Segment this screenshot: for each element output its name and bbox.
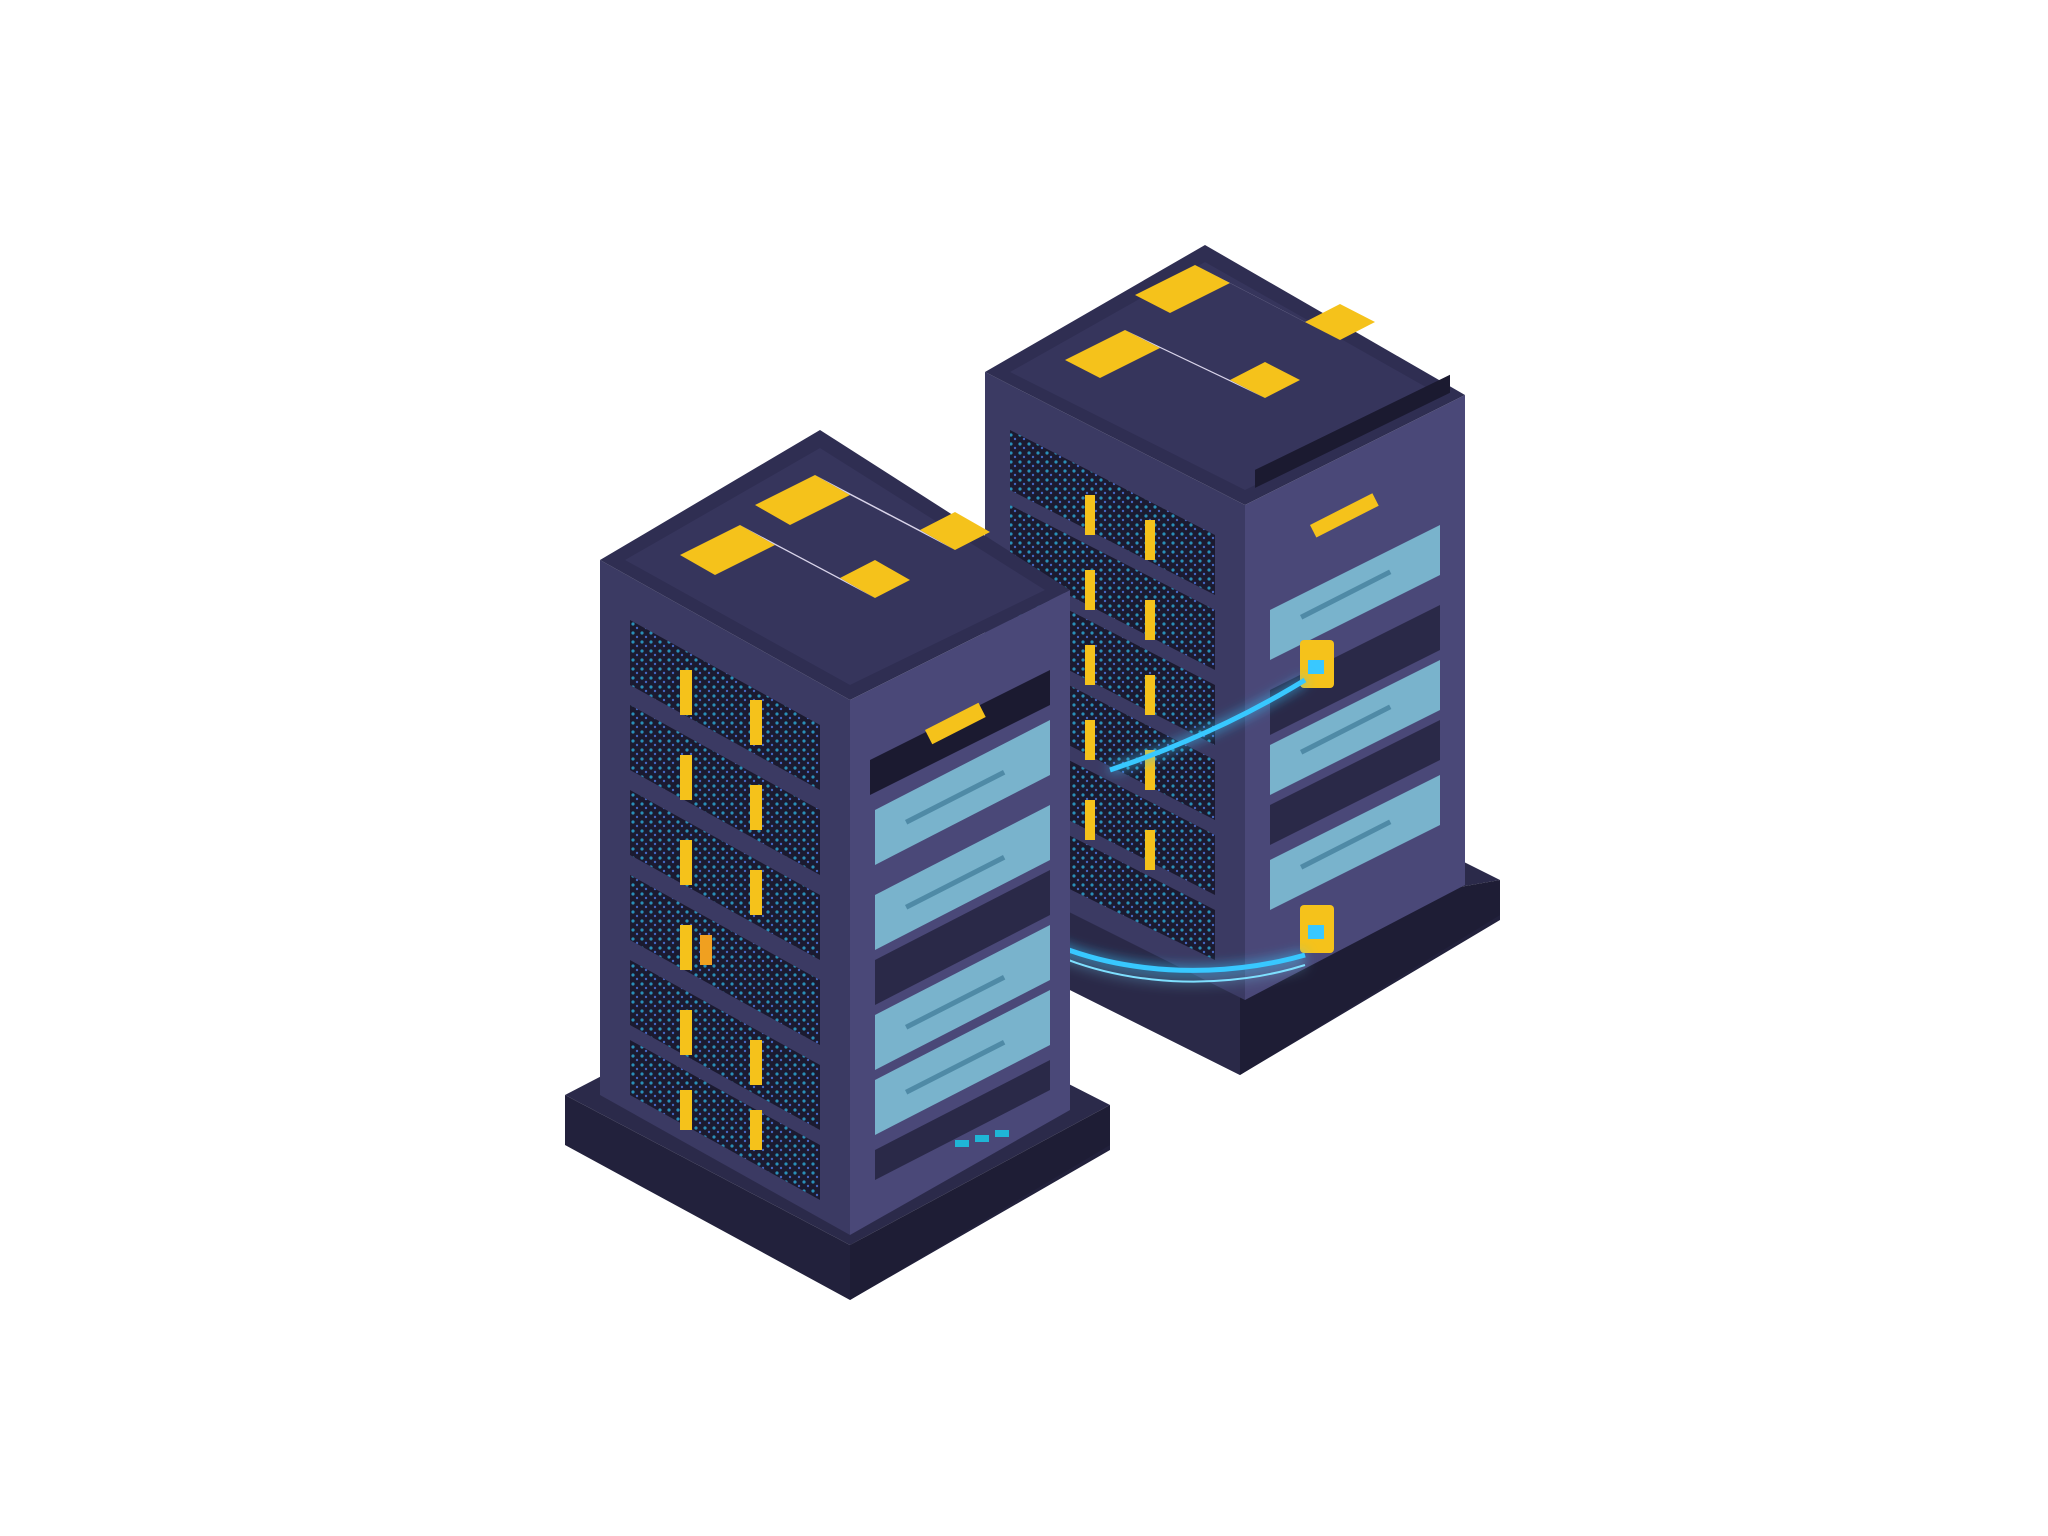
left-server-rack <box>565 430 1110 1300</box>
left-rack-top-labels <box>680 475 990 598</box>
right-rack-top-labels <box>1065 265 1375 398</box>
right-rack-connectors <box>1300 640 1334 953</box>
left-rack-bays <box>630 620 820 1200</box>
right-rack-units <box>1255 374 1450 910</box>
network-cable-upper <box>1109 677 1307 773</box>
left-rack-units <box>870 670 1050 1180</box>
